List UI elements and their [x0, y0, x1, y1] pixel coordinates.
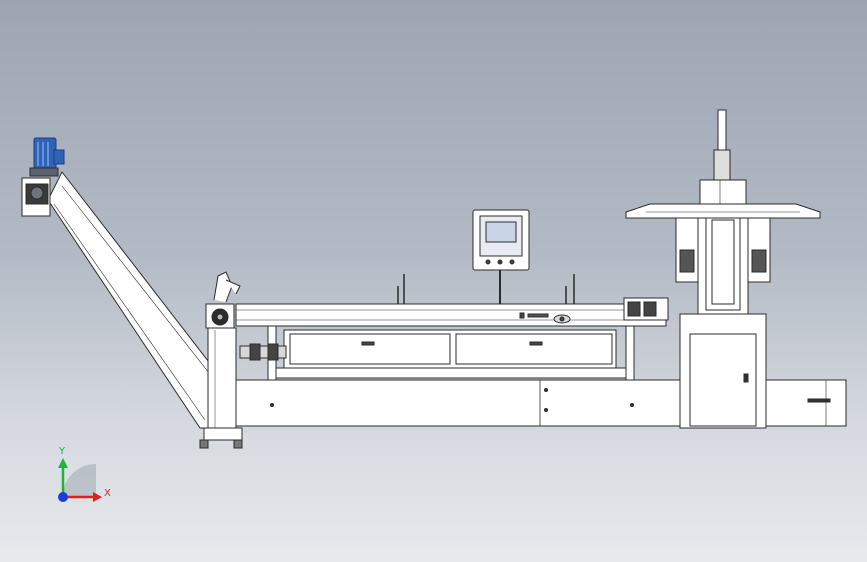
axis-x-label: X: [104, 488, 111, 499]
inclined-conveyor: [21, 137, 233, 429]
touchscreen-icon: [472, 209, 530, 304]
axis-triad-icon: [58, 458, 102, 502]
main-bed: [235, 274, 847, 427]
motor-icon: [29, 137, 65, 177]
right-cabinet: [623, 109, 821, 429]
fan-icon: [211, 308, 229, 326]
axis-y-label: Y: [58, 446, 66, 457]
valve-icon: [553, 314, 571, 324]
